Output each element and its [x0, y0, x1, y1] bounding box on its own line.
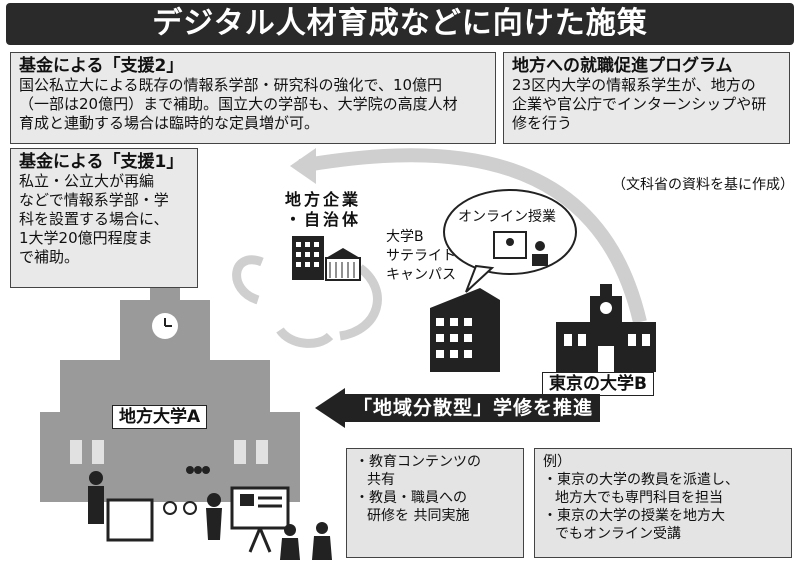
example-heading: 例）: [543, 454, 571, 470]
support1-line: 私立・公立大が再編: [19, 172, 155, 190]
support2-line: （一部は20億円）まで補助。国立大の学部も、大学院の高度人材: [19, 95, 458, 113]
support1-heading: 基金による「支援1」: [19, 152, 184, 172]
local-company-line: ・自治体: [284, 210, 361, 229]
shared-item: 共有: [367, 472, 395, 488]
program-panel: 地方への就職促進プログラム 23区内大学の情報系学生が、地方の 企業や官公庁でイ…: [503, 52, 790, 144]
shared-item: ・教員・職員への: [355, 490, 467, 506]
satellite-campus-building-icon: [430, 288, 500, 372]
internship-arrowhead: [290, 148, 316, 184]
support1-panel: 基金による「支援1」 私立・公立大が再編 などで情報系学部・学 科を設置する場合…: [10, 148, 198, 288]
satellite-line: 大学B: [386, 229, 424, 245]
page-title: デジタル人材育成などに向けた施策: [6, 3, 794, 45]
local-company-line: 地方企業: [284, 190, 361, 209]
online-class-label: オンライン授業: [458, 209, 556, 225]
university-b-building-icon: [556, 284, 656, 372]
promote-arrowhead: [315, 388, 345, 428]
support2-line: 国公私立大による既存の情報系学部・研究科の強化で、10億円: [19, 76, 443, 94]
example-item: ・東京の大学の教員を派遣し、: [543, 472, 739, 488]
example-item: ・東京の大学の授業を地方大: [543, 508, 725, 524]
support2-line: 育成と連動する場合は臨時的な定員増が可。: [19, 114, 320, 132]
program-line: 修を行う: [512, 114, 573, 132]
university-a-building-icon: [40, 268, 300, 502]
local-company-label: 地方企業 ・自治体: [268, 190, 378, 230]
support1-line: で補助。: [19, 248, 80, 266]
cycle-arrow-bottom: [276, 327, 334, 348]
program-line: 23区内大学の情報系学生が、地方の: [512, 76, 756, 94]
cycle-arrow-left: [232, 255, 264, 305]
company-building-icon: [292, 236, 361, 281]
example-panel: 例） ・東京の大学の教員を派遣し、 地方大でも専門科目を担当 ・東京の大学の授業…: [534, 448, 792, 558]
source-note: （文科省の資料を基に作成）: [612, 177, 794, 193]
shared-item: ・教育コンテンツの: [355, 454, 481, 470]
support2-panel: 基金による「支援2」 国公私立大による既存の情報系学部・研究科の強化で、10億円…: [10, 52, 496, 144]
internship-arc: [298, 148, 647, 324]
support1-line: 1大学20億円程度ま: [19, 229, 153, 247]
promote-banner: 「地域分散型」学修を推進: [345, 394, 600, 422]
university-b-label: 東京の大学B: [542, 372, 654, 396]
program-line: 企業や官公庁でインターンシップや研: [512, 95, 767, 113]
lecture-people-icon: [88, 466, 332, 560]
satellite-campus-label: 大学B サテライト キャンパス: [386, 228, 456, 285]
support1-line: などで情報系学部・学: [19, 191, 169, 209]
shared-item: 研修を 共同実施: [367, 508, 470, 524]
online-class-bubble: [443, 189, 577, 293]
program-heading: 地方への就職促進プログラム: [512, 56, 733, 76]
example-item: 地方大でも専門科目を担当: [555, 490, 723, 506]
university-a-label: 地方大学A: [112, 405, 208, 429]
example-item: でもオンライン受講: [555, 526, 681, 542]
satellite-line: サテライト: [386, 248, 456, 264]
support2-heading: 基金による「支援2」: [19, 56, 184, 76]
satellite-line: キャンパス: [386, 267, 456, 283]
shared-panel: ・教育コンテンツの 共有 ・教員・職員への 研修を 共同実施: [346, 448, 524, 558]
support1-line: 科を設置する場合に、: [19, 210, 169, 228]
cycle-arrow-right: [339, 264, 382, 341]
